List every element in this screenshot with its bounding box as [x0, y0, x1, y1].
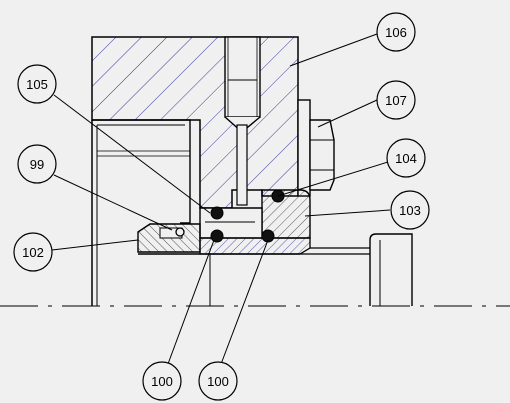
callout-103-label: 103 [399, 203, 421, 218]
callout-99: 99 [17, 144, 57, 184]
callout-102: 102 [13, 232, 53, 272]
callout-106: 106 [376, 12, 416, 52]
shaft [138, 237, 370, 255]
right-wall [297, 99, 335, 197]
callout-107: 107 [376, 80, 416, 120]
leader-lines [51, 33, 391, 373]
callout-105: 105 [17, 64, 57, 104]
callout-104-label: 104 [395, 151, 417, 166]
seal-ring-103 [261, 189, 311, 239]
callout-105-label: 105 [26, 77, 48, 92]
callout-100-left: 100 [142, 361, 182, 401]
callout-100-left-label: 100 [151, 374, 173, 389]
callout-102-label: 102 [22, 245, 44, 260]
left-frame [91, 119, 191, 306]
callout-107-label: 107 [385, 93, 407, 108]
callout-100-right-label: 100 [207, 374, 229, 389]
callout-100-right: 100 [198, 361, 238, 401]
housing-block [91, 36, 299, 209]
shaft-shoulder [310, 233, 413, 306]
callout-104: 104 [386, 138, 426, 178]
callout-103: 103 [390, 190, 430, 230]
sleeve-102 [137, 223, 201, 253]
callout-106-label: 106 [385, 25, 407, 40]
callout-99-label: 99 [30, 157, 44, 172]
